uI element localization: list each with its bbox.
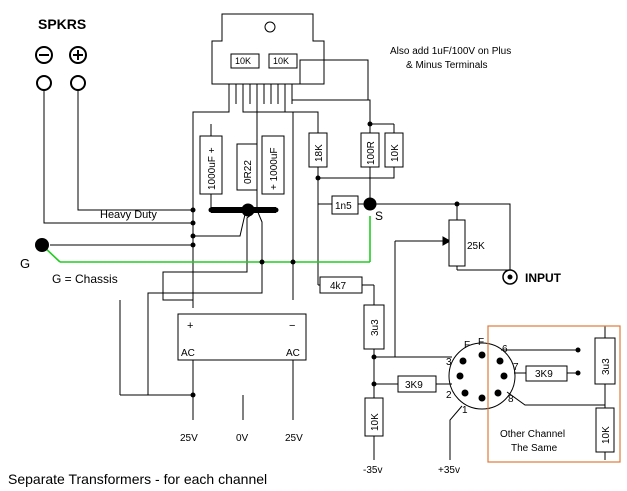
note-line-2: & Minus Terminals bbox=[406, 60, 488, 71]
rectifier-ac-right: AC bbox=[286, 348, 300, 359]
s-label: S bbox=[375, 209, 383, 223]
cap-1n5 bbox=[331, 195, 359, 215]
heavy-duty-bar bbox=[211, 207, 276, 213]
other-res-3k9 bbox=[525, 365, 568, 382]
input-connector bbox=[448, 342, 516, 410]
res-100r-label: 100R bbox=[366, 141, 377, 165]
pot-25k-label: 25K bbox=[467, 241, 485, 252]
speaker-minus-symbol bbox=[35, 46, 53, 64]
junction-dots bbox=[35, 121, 581, 398]
connector-pin-8: 8 bbox=[508, 394, 514, 405]
speaker-terminals bbox=[35, 46, 87, 91]
rectifier-ac-left: AC bbox=[181, 348, 195, 359]
ic-r-left-label: 10K bbox=[235, 56, 251, 66]
other-res-10k-label: 10K bbox=[601, 426, 612, 444]
speaker-plus-symbol bbox=[69, 46, 87, 64]
ic-resistor-right bbox=[268, 53, 298, 69]
ic-resistor-left bbox=[230, 53, 260, 69]
res-0r22-label: 0R22 bbox=[243, 160, 254, 184]
res-10k-bottom bbox=[364, 397, 384, 437]
other-cap-3u3-label: 3u3 bbox=[601, 358, 612, 375]
speaker-minus-terminal bbox=[36, 75, 52, 91]
other-channel-line-2: The Same bbox=[511, 443, 558, 454]
pot-25k bbox=[448, 219, 466, 267]
cap-1000uf-left bbox=[199, 135, 223, 195]
input-label: INPUT bbox=[525, 271, 562, 285]
cap-left-label: 1000uF + bbox=[207, 147, 218, 190]
connector-pin-1: 1 bbox=[462, 405, 468, 416]
s-node bbox=[363, 197, 377, 211]
other-res-3k9-label: 3K9 bbox=[535, 369, 553, 380]
component-bodies bbox=[177, 132, 466, 437]
supply-25v-left: 25V bbox=[180, 433, 198, 444]
other-cap-3u3 bbox=[594, 337, 616, 385]
other-channel-line-1: Other Channel bbox=[500, 429, 565, 440]
res-18k-label: 18K bbox=[314, 144, 325, 162]
res-4k7 bbox=[319, 276, 363, 294]
ic-mounting-hole bbox=[264, 21, 276, 33]
other-res-10k bbox=[595, 407, 615, 453]
other-channel-box bbox=[487, 325, 621, 463]
speaker-plus-terminal bbox=[70, 75, 86, 91]
note-line-1: Also add 1uF/100V on Plus bbox=[390, 46, 511, 57]
supply-0v: 0V bbox=[236, 433, 249, 444]
res-18k bbox=[308, 132, 328, 168]
cap-1n5-label: 1n5 bbox=[335, 201, 352, 212]
res-4k7-label: 4k7 bbox=[330, 281, 347, 292]
connector-f2: F bbox=[478, 337, 484, 348]
res-0r22 bbox=[236, 143, 258, 191]
main-wiring bbox=[43, 59, 606, 460]
connector-pin-6: 6 bbox=[502, 344, 508, 355]
speakers-title: SPKRS bbox=[38, 16, 86, 32]
other-channel-components bbox=[525, 337, 616, 453]
res-10k-top bbox=[384, 132, 404, 168]
res-10k-top-label: 10K bbox=[390, 144, 401, 162]
rectifier-minus: − bbox=[289, 320, 295, 332]
supply-neg-35v: -35v bbox=[363, 465, 382, 476]
connector-f1: F bbox=[464, 340, 470, 351]
heavy-duty-label: Heavy Duty bbox=[100, 209, 157, 221]
res-100r bbox=[360, 132, 380, 168]
ic-package bbox=[211, 13, 325, 104]
input-jack bbox=[502, 269, 518, 285]
g-chassis-label: G = Chassis bbox=[52, 272, 118, 286]
connector-pin-2: 2 bbox=[446, 390, 452, 401]
res-3k9-label: 3K9 bbox=[405, 380, 423, 391]
supply-pos-35v: +35v bbox=[438, 465, 460, 476]
cap-3u3 bbox=[363, 304, 385, 350]
cap-1000uf-right bbox=[261, 135, 285, 195]
connector-pin-7: 7 bbox=[513, 362, 519, 373]
g-chassis-node bbox=[35, 238, 49, 252]
cap-right-label: + 1000uF bbox=[269, 147, 280, 190]
supply-25v-right: 25V bbox=[285, 433, 303, 444]
rectifier-plus: + bbox=[187, 320, 193, 332]
rectifier-block bbox=[177, 313, 307, 361]
res-10k-bottom-label: 10K bbox=[370, 413, 381, 431]
cap-3u3-label: 3u3 bbox=[370, 319, 381, 336]
g-label: G bbox=[20, 256, 30, 271]
connector-pin-3: 3 bbox=[446, 357, 452, 368]
footer-caption: Separate Transformers - for each channel bbox=[8, 471, 267, 487]
res-3k9 bbox=[397, 375, 437, 393]
ic-r-right-label: 10K bbox=[273, 56, 289, 66]
